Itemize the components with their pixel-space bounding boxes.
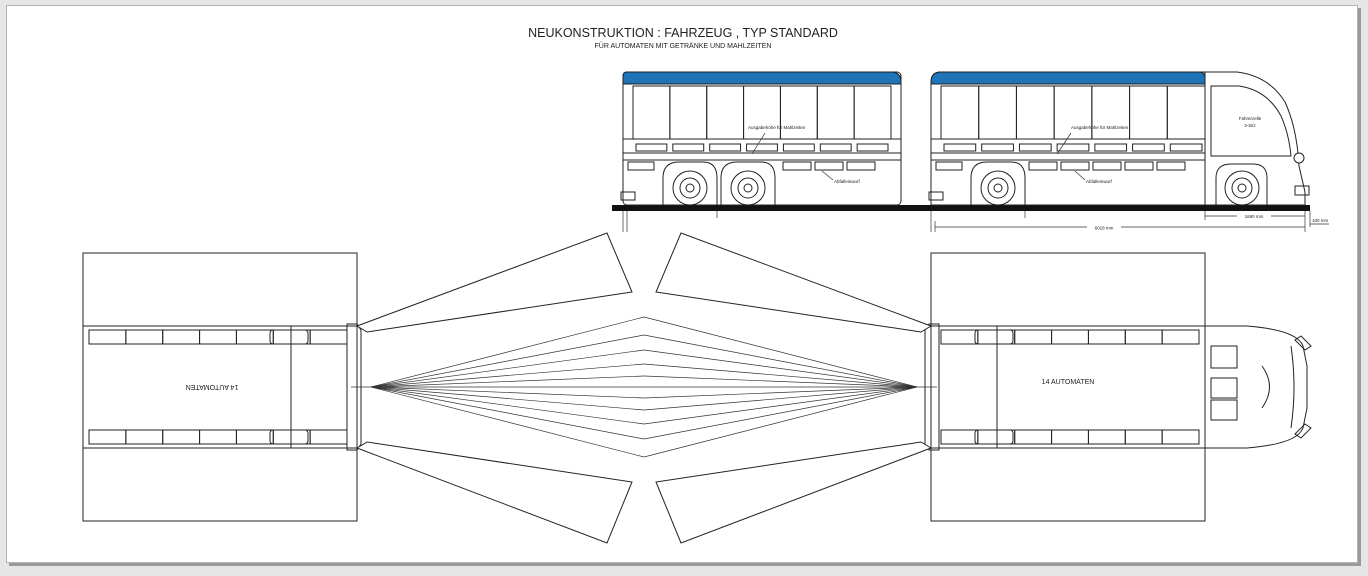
dim-cab: 1680 mm	[1245, 214, 1264, 219]
fan-line	[643, 334, 918, 388]
fan-line	[370, 386, 645, 399]
swing-panel-lower-right	[655, 441, 933, 544]
fan-line	[370, 349, 645, 388]
fan-line	[370, 363, 645, 388]
bus-automaten-label: 14 AUTOMATEN	[1042, 379, 1095, 386]
fan-line	[643, 386, 918, 399]
headlight-icon	[1293, 152, 1305, 164]
dispense-slot	[856, 143, 889, 152]
dispense-slot	[672, 143, 705, 152]
bus-vending-row	[940, 329, 1200, 445]
dispense-slot	[1132, 143, 1165, 152]
dispense-slot	[782, 143, 815, 152]
road-line	[612, 205, 1310, 211]
drawing-title: NEUKONSTRUKTION : FAHRZEUG , TYP STANDAR…	[528, 26, 838, 40]
wheel-icon	[730, 170, 766, 206]
dispense-slot	[1056, 143, 1090, 152]
fan-line	[370, 334, 645, 388]
mirror-icon	[1294, 335, 1312, 351]
label-waste-trailer: Abfalleinwurf	[834, 179, 861, 184]
dispense-slot	[709, 143, 742, 152]
cab-window	[1210, 85, 1292, 157]
cab-seat-icon	[1210, 399, 1238, 421]
swing-panel-lower-left	[355, 441, 633, 544]
swing-panel-upper-right	[655, 232, 933, 333]
fan-line	[643, 375, 918, 388]
dispense-slot	[1018, 143, 1052, 152]
mirror-icon	[1294, 423, 1312, 439]
trailer-automaten-label: 14 AUTOMATEN	[186, 383, 239, 390]
bus-roof	[930, 71, 1206, 85]
dispense-slot	[943, 143, 977, 152]
dispense-slot	[1169, 143, 1203, 152]
label-cab-line2: 3-Sitz	[1244, 123, 1256, 128]
cab-seat-icon	[1210, 377, 1238, 399]
dispense-slot	[819, 143, 852, 152]
swing-panel-upper-left	[355, 232, 633, 333]
fan-line	[643, 363, 918, 388]
fan-line	[643, 316, 918, 388]
wheel-icon	[672, 170, 708, 206]
label-dispense-height-bus: Ausgabehöhe für Mahlzeiten	[1071, 125, 1129, 130]
dim-length: 6018 mm	[1095, 226, 1114, 231]
dispense-slot	[746, 143, 778, 152]
label-dispense-height-trailer: Ausgabehöhe für Mahlzeiten	[748, 125, 806, 130]
label-cab-line1: Fahrerzelle	[1239, 116, 1262, 121]
fan-line	[370, 375, 645, 388]
dim-overhang: 100 mm	[1312, 218, 1329, 223]
top-view: 14 AUTOMATEN 14 AUTOMATEN	[82, 232, 1312, 544]
drawing-subtitle: FÜR AUTOMATEN MIT GETRÄNKE UND MAHLZEITE…	[595, 42, 772, 50]
connection-fan	[351, 316, 937, 458]
fan-line	[370, 386, 645, 411]
dispense-slot	[635, 143, 668, 152]
fan-line	[643, 386, 918, 458]
bus-cab-top	[1204, 325, 1308, 449]
fan-line	[643, 386, 918, 425]
vending-machine	[1161, 429, 1200, 445]
cab-seat-icon	[1210, 345, 1238, 369]
wheel-icon	[1224, 170, 1260, 206]
fan-line	[643, 349, 918, 388]
trailer-top-body	[82, 325, 358, 449]
fan-line	[370, 316, 645, 388]
side-view: Ausgabehöhe für Mahlzeiten Abfalleinwurf…	[612, 71, 1329, 232]
label-waste-bus: Abfalleinwurf	[1086, 179, 1113, 184]
wheel-icon	[980, 170, 1016, 206]
fan-line	[370, 386, 645, 440]
fan-line	[370, 386, 645, 458]
drawing-sheet: NEUKONSTRUKTION : FAHRZEUG , TYP STANDAR…	[6, 5, 1358, 563]
dimension-lines: 6018 mm 1680 mm 100 mm	[622, 211, 1329, 232]
bus-top-body	[930, 325, 1206, 449]
vending-machine	[1161, 329, 1200, 345]
fan-line	[643, 386, 918, 440]
trailer-roof	[622, 71, 902, 85]
bus-side: Fahrerzelle 3-Sitz Ausgabehöhe für Mahlz…	[928, 71, 1310, 206]
trailer-side: Ausgabehöhe für Mahlzeiten Abfalleinwurf	[620, 71, 902, 206]
technical-drawing: NEUKONSTRUKTION : FAHRZEUG , TYP STANDAR…	[82, 26, 1329, 544]
fan-line	[643, 386, 918, 411]
dispense-slot	[981, 143, 1014, 152]
fan-line	[370, 386, 645, 425]
dispense-slot	[1094, 143, 1128, 152]
